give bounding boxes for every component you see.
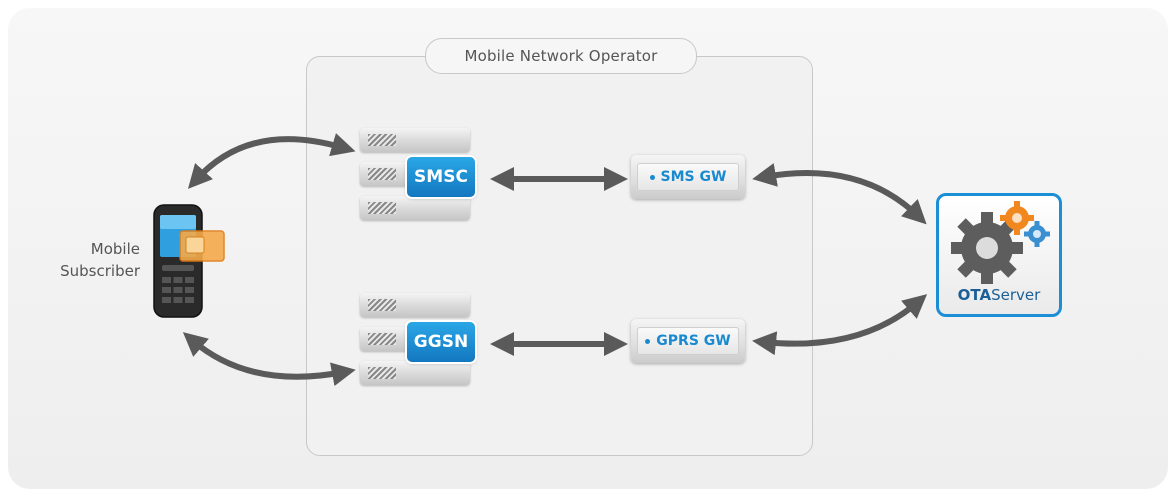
- arrow-gprsgw-ota: [752, 294, 928, 356]
- bullet-icon: [649, 174, 655, 180]
- ota-server: OTAServer: [936, 193, 1062, 317]
- mobile-network-operator-boundary: [306, 56, 813, 456]
- bullet-icon: [645, 338, 651, 344]
- arrow-smsgw-ota: [752, 163, 927, 225]
- arrow-phone-ggsn: [182, 332, 356, 387]
- mobile-subscriber-label: Mobile Subscriber: [60, 240, 140, 280]
- ota-server-label: OTAServer: [957, 286, 1041, 304]
- arrow-phone-smsc: [187, 133, 356, 189]
- gprs-gateway: GPRS GW: [631, 319, 745, 363]
- gprs-gw-label: GPRS GW: [656, 333, 731, 349]
- ggsn-label: GGSN: [407, 322, 475, 362]
- sms-gateway: SMS GW: [631, 155, 745, 199]
- smsc-label: SMSC: [407, 157, 475, 197]
- mobile-phone-icon: [153, 204, 225, 318]
- sms-gw-label: SMS GW: [660, 169, 727, 185]
- mobile-network-operator-label: Mobile Network Operator: [425, 38, 697, 74]
- gears-icon: [951, 201, 1050, 284]
